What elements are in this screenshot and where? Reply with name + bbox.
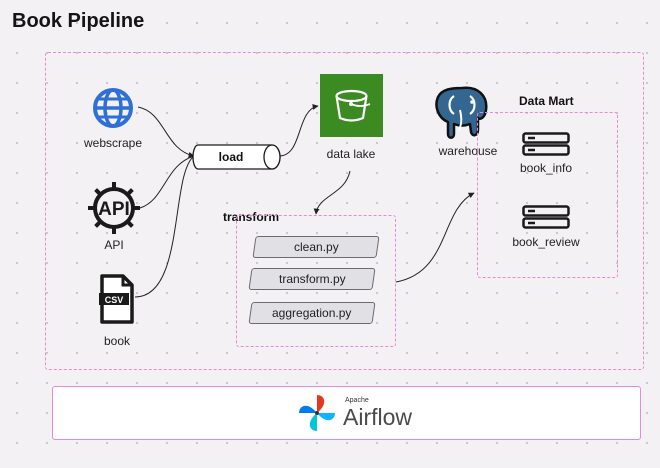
csv-badge-text: CSV [105, 295, 124, 305]
webscrape-label: webscrape [83, 136, 143, 150]
api-label: API [104, 238, 124, 252]
book-node[interactable]: CSV book [94, 274, 140, 350]
edge-transform-warehouse [395, 192, 475, 283]
data-mart-table-book-info[interactable]: book_info [505, 132, 587, 178]
table-label: book_info [519, 161, 573, 175]
pipeline-boundary [45, 52, 644, 370]
edge-book-load [134, 155, 195, 298]
page-title: Book Pipeline [12, 10, 145, 32]
globe-icon [93, 88, 133, 128]
edge-load-datalake [278, 104, 319, 157]
load-cylinder-icon [192, 144, 281, 170]
warehouse-node[interactable]: warehouse [428, 84, 508, 160]
airflow-banner: Apache Airflow [52, 386, 641, 440]
edge-api-load [139, 155, 195, 209]
api-node[interactable]: API API [84, 180, 144, 252]
api-icon-text: API [98, 199, 130, 220]
airflow-name-label: Airflow [343, 404, 413, 430]
airflow-apache-label: Apache [345, 397, 369, 404]
server-icon [522, 132, 570, 156]
server-icon [522, 205, 570, 229]
edge-webscrape-load [137, 106, 195, 158]
transform-group [236, 215, 396, 347]
load-node[interactable]: load [192, 144, 282, 170]
csv-file-icon: CSV [99, 274, 134, 324]
api-gear-icon: API [88, 182, 140, 234]
data-lake-label: data lake [326, 147, 376, 161]
transform-title: transform [223, 210, 280, 224]
warehouse-label: warehouse [438, 144, 498, 158]
data-mart-group [477, 112, 618, 278]
s3-icon [320, 74, 383, 137]
load-label: load [218, 150, 244, 164]
table-label: book_review [512, 235, 580, 249]
transform-step-aggregation[interactable]: aggregation.py [248, 302, 376, 324]
webscrape-node[interactable]: webscrape [78, 86, 148, 152]
postgres-elephant-icon [435, 86, 488, 139]
transform-step-label: aggregation.py [272, 306, 352, 320]
book-label: book [103, 334, 131, 348]
transform-step-label: transform.py [278, 272, 346, 286]
transform-step-clean[interactable]: clean.py [252, 236, 380, 258]
data-mart-table-book-review[interactable]: book_review [505, 205, 587, 253]
edge-datalake-transform [313, 170, 351, 215]
airflow-pinwheel-icon [299, 395, 335, 431]
transform-step-transform[interactable]: transform.py [248, 268, 376, 290]
transform-step-label: clean.py [293, 240, 339, 254]
data-mart-title: Data Mart [519, 94, 574, 108]
data-lake-node[interactable]: data lake [310, 74, 392, 166]
